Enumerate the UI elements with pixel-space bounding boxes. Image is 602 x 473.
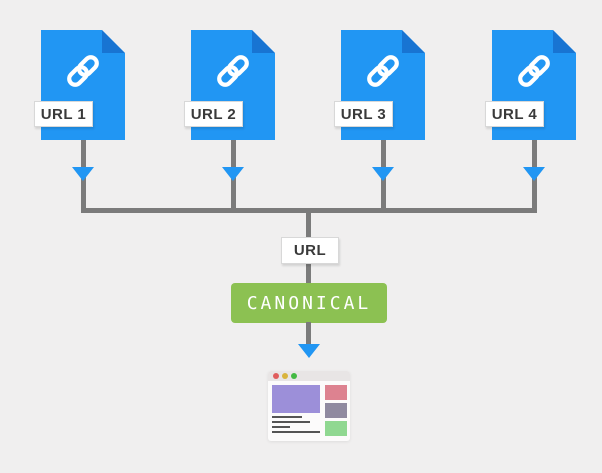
arrow-down-icon [372,167,394,181]
arrow-down-icon [72,167,94,181]
merged-url-label: URL [281,237,339,264]
page-fold-icon [553,30,576,53]
link-icon [214,52,252,90]
link-icon [64,52,102,90]
source-document-2: URL 2 [184,30,275,140]
link-icon [515,52,553,90]
browser-hero-block [272,385,320,413]
url-label-2: URL 2 [184,101,243,127]
browser-text-line [272,416,302,418]
arrow-down-icon [298,344,320,358]
browser-titlebar [268,371,350,381]
url-label-1: URL 1 [34,101,93,127]
browser-thumb-green [325,421,347,436]
arrow-down-icon [523,167,545,181]
browser-text-line [272,421,310,423]
traffic-light-green-icon [291,373,297,379]
canonical-badge: CANONICAL [231,283,387,323]
browser-thumb-pink [325,385,347,400]
merge-line [81,208,537,213]
source-document-4: URL 4 [485,30,576,140]
browser-text-line [272,426,290,428]
arrow-down-icon [222,167,244,181]
traffic-light-red-icon [273,373,279,379]
url-label-3: URL 3 [334,101,393,127]
browser-window-icon [268,371,350,441]
page-fold-icon [402,30,425,53]
browser-text-line [272,431,320,433]
source-document-3: URL 3 [334,30,425,140]
source-document-1: URL 1 [34,30,125,140]
page-fold-icon [252,30,275,53]
connector-line [306,322,311,345]
url-label-4: URL 4 [485,101,544,127]
traffic-light-yellow-icon [282,373,288,379]
browser-thumb-gray [325,403,347,418]
link-icon [364,52,402,90]
page-fold-icon [102,30,125,53]
